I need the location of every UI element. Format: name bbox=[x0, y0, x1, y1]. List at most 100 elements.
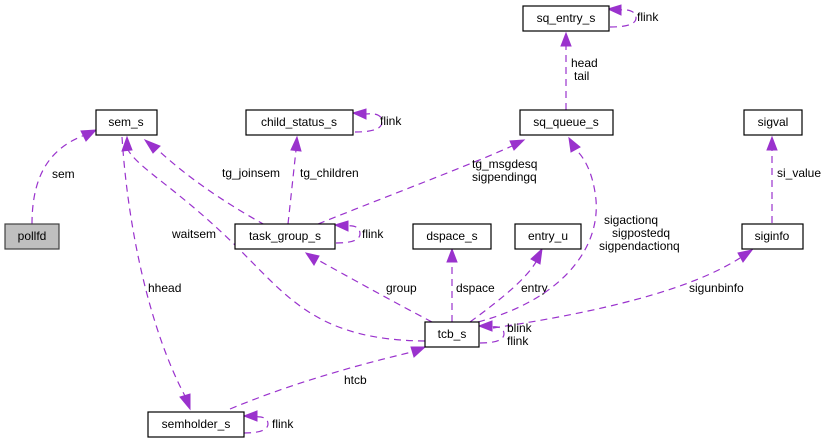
node-dspace-s[interactable]: dspace_s bbox=[412, 223, 492, 250]
node-sq-entry-s[interactable]: sq_entry_s bbox=[522, 5, 610, 32]
node-box bbox=[245, 109, 354, 136]
edge-label: sigpostedq bbox=[612, 226, 670, 240]
arrowhead-icon bbox=[80, 129, 98, 142]
node-label: sq_queue_s bbox=[533, 115, 598, 129]
edge-label: blink bbox=[507, 321, 533, 335]
edge-dspace: dspace bbox=[446, 247, 495, 322]
node-entry-u[interactable]: entry_u bbox=[514, 223, 582, 250]
node-siginfo[interactable]: siginfo bbox=[741, 223, 804, 250]
edge-sigunbinfo: sigunbinfo bbox=[492, 249, 754, 329]
edge-semholder-flink: flink bbox=[242, 410, 294, 434]
node-semholder-s[interactable]: semholder_s bbox=[147, 411, 245, 438]
edge-label: flink bbox=[637, 10, 659, 24]
edge-hhead: hhead bbox=[121, 136, 191, 411]
arrowhead-icon bbox=[560, 31, 572, 47]
arrowhead-icon bbox=[477, 320, 493, 332]
edge-label: tg_msgdesq bbox=[472, 157, 537, 171]
edge-waitsem: waitsem bbox=[121, 135, 426, 342]
node-child-status-s[interactable]: child_status_s bbox=[245, 109, 354, 136]
node-box bbox=[95, 109, 158, 136]
edge-line bbox=[127, 149, 426, 342]
edge-label: flink bbox=[272, 417, 294, 431]
edge-group: group bbox=[304, 252, 433, 323]
node-label: dspace_s bbox=[426, 229, 477, 243]
edge-line bbox=[243, 416, 269, 434]
node-box bbox=[424, 321, 480, 348]
arrowhead-icon bbox=[351, 108, 367, 120]
edge-line bbox=[335, 225, 361, 244]
node-box bbox=[412, 223, 492, 250]
edge-line bbox=[287, 149, 297, 225]
node-sem-s[interactable]: sem_s bbox=[95, 109, 158, 136]
node-label: task_group_s bbox=[249, 229, 321, 243]
node-tcb-s[interactable]: tcb_s bbox=[424, 321, 480, 348]
edge-tg-children: tg_children bbox=[287, 135, 359, 225]
edge-label: tail bbox=[574, 69, 589, 83]
node-pollfd[interactable]: pollfd bbox=[4, 223, 60, 250]
edge-line bbox=[157, 149, 266, 226]
edge-label: sigactionq bbox=[604, 213, 658, 227]
edge-line bbox=[469, 261, 537, 323]
node-sq-queue-s[interactable]: sq_queue_s bbox=[519, 109, 614, 136]
edge-label: sem bbox=[52, 167, 75, 181]
node-box bbox=[741, 223, 804, 250]
arrowhead-icon bbox=[333, 220, 349, 232]
node-box bbox=[4, 223, 60, 250]
node-label: entry_u bbox=[528, 229, 568, 243]
node-box bbox=[234, 223, 336, 250]
nodes: pollfd sem_s child_status_s sq_entry_s s… bbox=[4, 5, 804, 438]
arrowhead-icon bbox=[121, 135, 133, 152]
edge-line bbox=[229, 351, 413, 410]
arrowhead-icon bbox=[446, 247, 458, 263]
arrowhead-icon bbox=[530, 247, 543, 265]
arrowhead-icon bbox=[304, 252, 320, 266]
arrowhead-icon bbox=[606, 4, 622, 16]
edge-label: hhead bbox=[148, 281, 181, 295]
edge-htcb: htcb bbox=[229, 346, 427, 410]
edge-line bbox=[609, 9, 637, 28]
node-box bbox=[522, 5, 610, 32]
edge-label: flink bbox=[507, 334, 529, 348]
node-label: semholder_s bbox=[162, 417, 231, 431]
edge-tg-joinsem: tg_joinsem bbox=[143, 138, 280, 226]
edges: sem flink flink head tail tg_joinsem bbox=[31, 4, 821, 434]
edge-head-tail: head tail bbox=[560, 31, 598, 110]
edge-label: flink bbox=[380, 114, 402, 128]
edge-label: tg_children bbox=[300, 166, 359, 180]
edge-label: waitsem bbox=[171, 227, 216, 241]
edge-label: sigpendingq bbox=[472, 170, 537, 184]
edge-si-value: si_value bbox=[766, 135, 821, 223]
node-box bbox=[514, 223, 582, 250]
edge-label: htcb bbox=[344, 373, 367, 387]
edge-label: si_value bbox=[777, 166, 821, 180]
node-label: pollfd bbox=[18, 229, 47, 243]
edge-child-status-flink: flink bbox=[351, 108, 402, 133]
edge-sq-entry-flink: flink bbox=[606, 4, 659, 28]
edge-line bbox=[477, 149, 597, 323]
node-label: child_status_s bbox=[261, 115, 337, 129]
edge-label: sigpendactionq bbox=[599, 239, 680, 253]
arrowhead-icon bbox=[143, 138, 161, 154]
node-sigval[interactable]: sigval bbox=[743, 109, 803, 136]
node-task-group-s[interactable]: task_group_s bbox=[234, 223, 336, 250]
node-box bbox=[743, 109, 803, 136]
edge-line bbox=[31, 134, 86, 225]
edge-label: entry bbox=[521, 281, 548, 295]
arrowhead-icon bbox=[568, 136, 581, 153]
node-box bbox=[147, 411, 245, 438]
edge-label: head bbox=[571, 56, 598, 70]
edge-label: group bbox=[386, 281, 417, 295]
node-label: tcb_s bbox=[438, 327, 467, 341]
edge-label: dspace bbox=[456, 281, 495, 295]
edge-line bbox=[317, 259, 433, 323]
edge-line bbox=[354, 113, 383, 133]
node-label: siginfo bbox=[755, 229, 790, 243]
node-label: sem_s bbox=[108, 115, 143, 129]
edge-line bbox=[479, 326, 505, 344]
edge-tcb-blink-flink: blink flink bbox=[477, 320, 533, 348]
node-box bbox=[519, 109, 614, 136]
arrowhead-icon bbox=[509, 139, 526, 151]
arrowhead-icon bbox=[737, 249, 754, 263]
edge-sem: sem bbox=[31, 129, 98, 225]
